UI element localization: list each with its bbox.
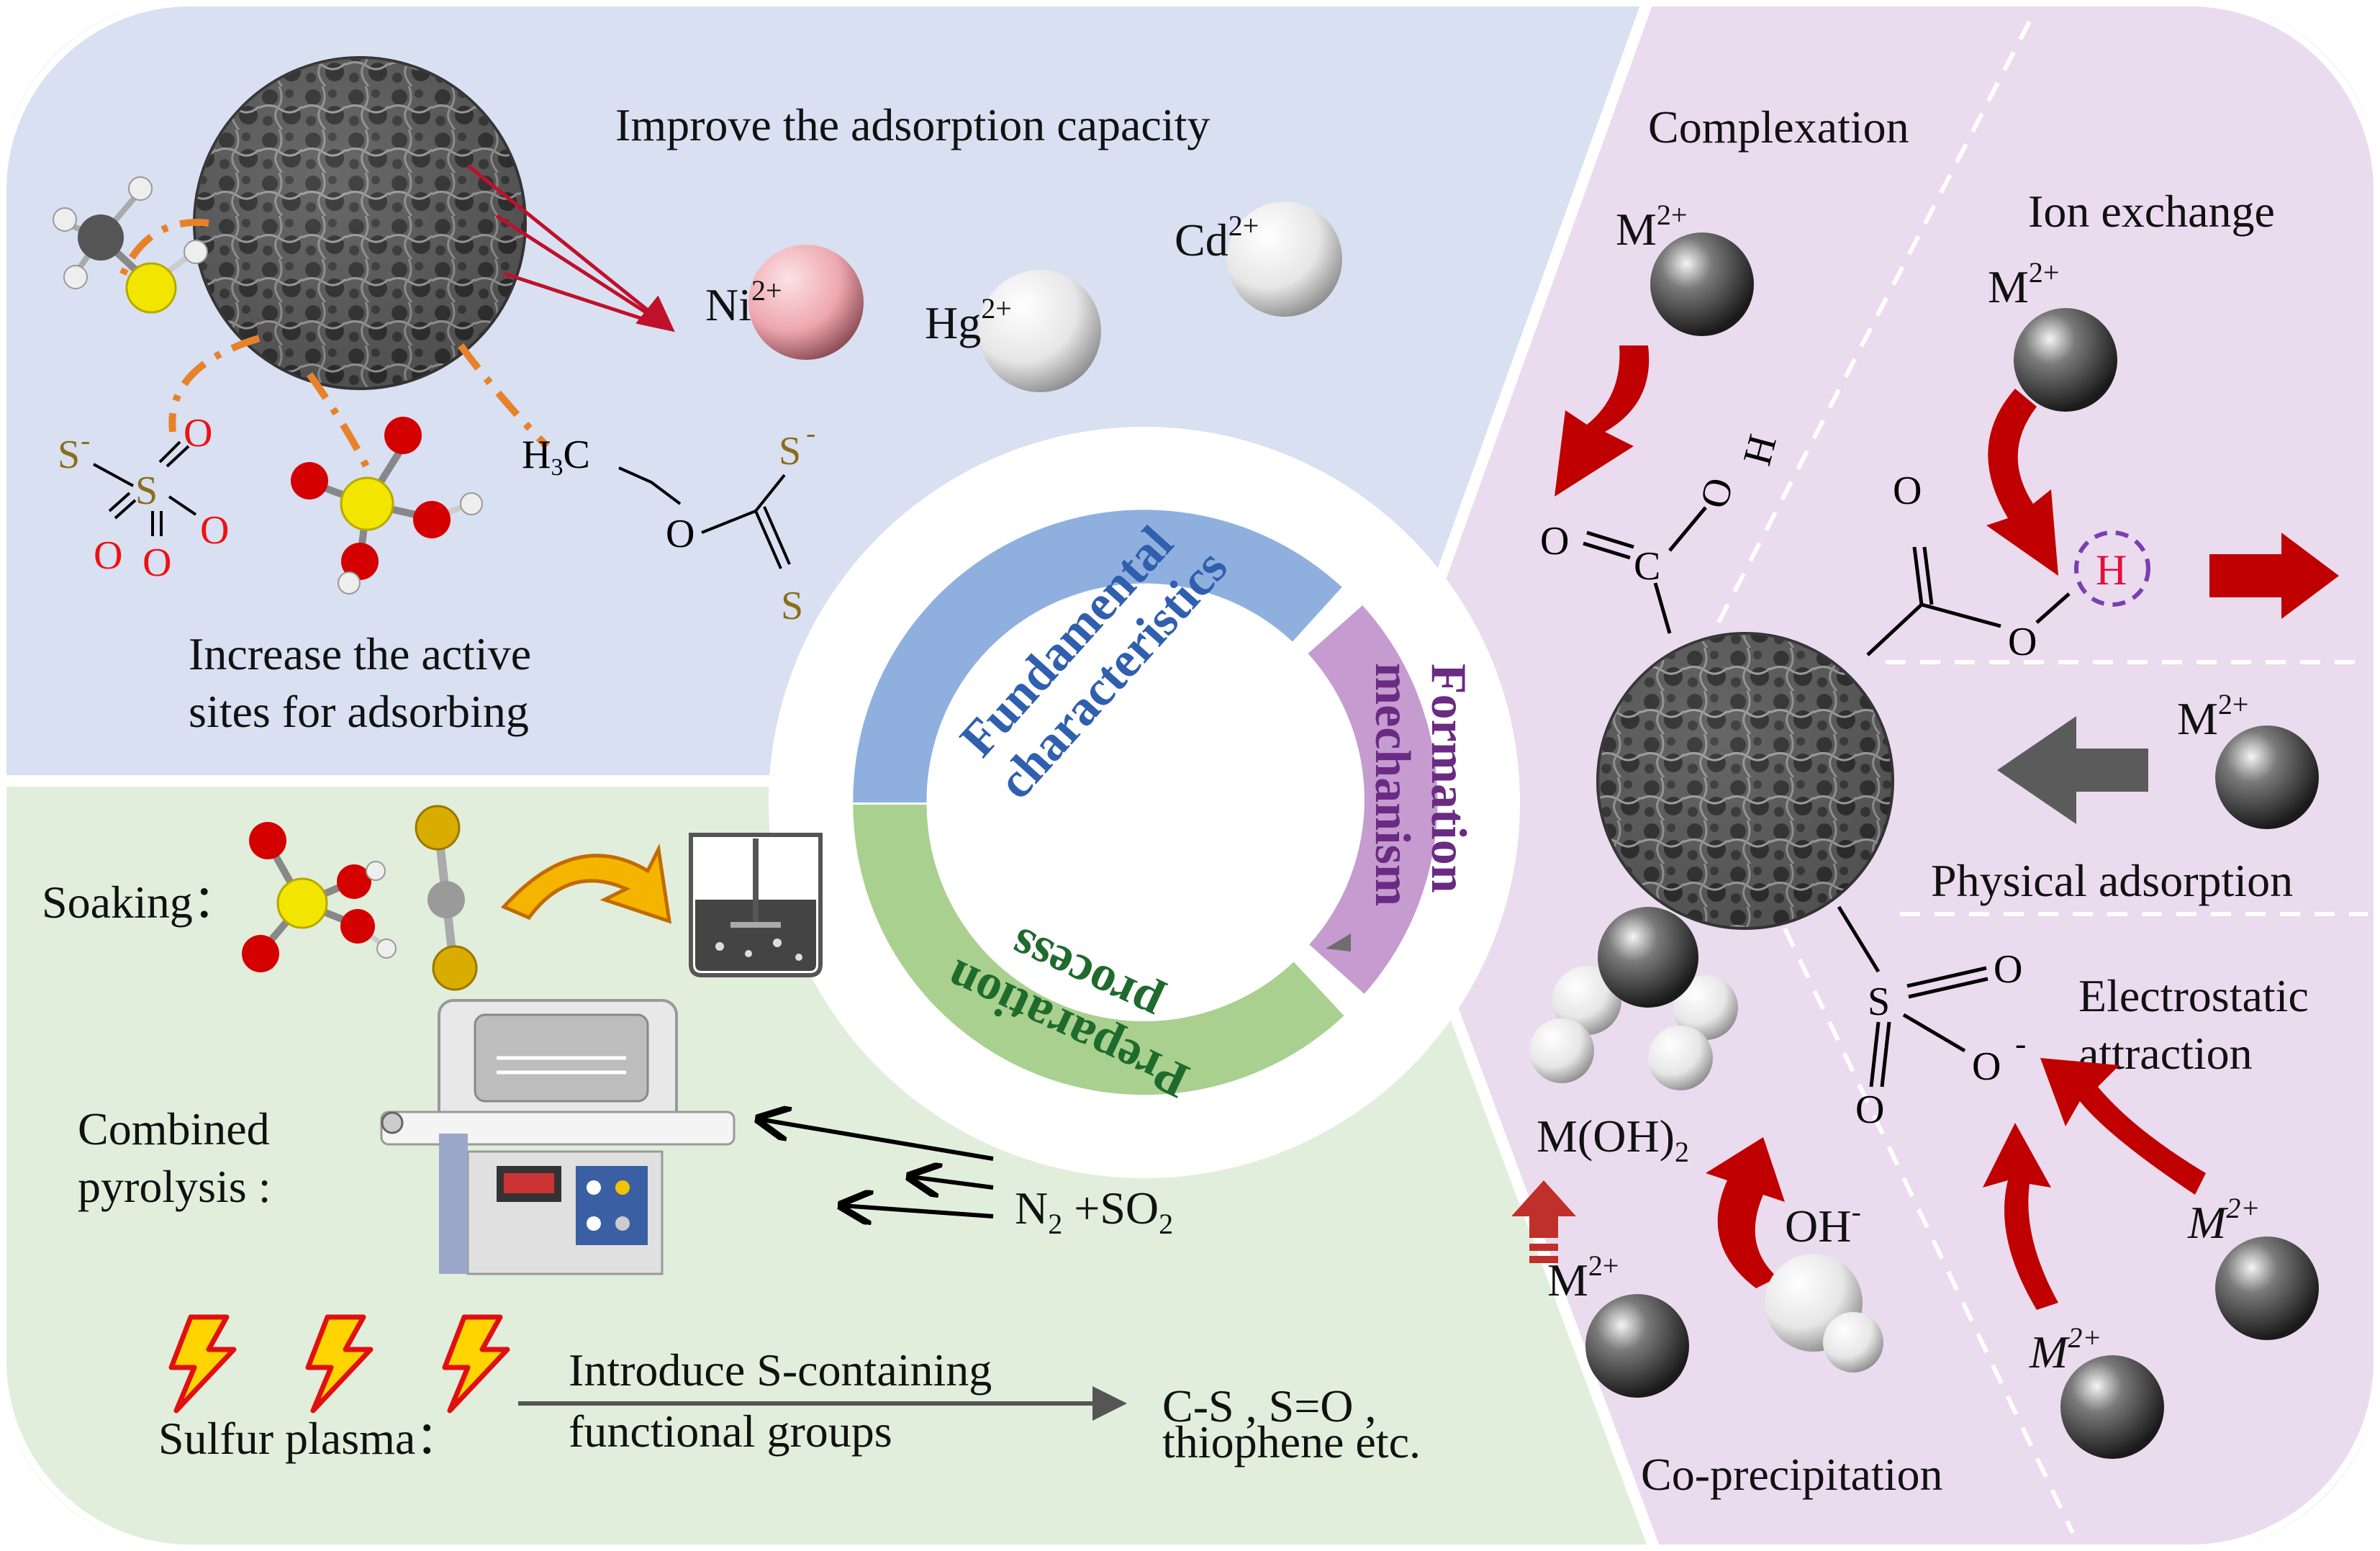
svg-text:-: - bbox=[2015, 1025, 2026, 1062]
svg-text:O: O bbox=[94, 533, 122, 578]
carbon-disulfide-molecule bbox=[415, 805, 478, 991]
metal-label: M2+ bbox=[2029, 1321, 2101, 1378]
soaking-acid-molecule bbox=[242, 822, 397, 972]
carboxyl-exchange-group: O O H bbox=[1866, 469, 2150, 664]
metal-ion-physical bbox=[2215, 725, 2319, 829]
sulfonate-structure: S - S O O O O bbox=[58, 411, 229, 585]
complexation-label: Complexation bbox=[1648, 101, 1909, 153]
nickel-label: Ni2+ bbox=[705, 274, 782, 330]
lightning-icon bbox=[305, 1314, 374, 1414]
ring-segment-fundamental[interactable] bbox=[853, 510, 1342, 802]
svg-text:S: S bbox=[135, 469, 158, 513]
cadmium-ion bbox=[1227, 202, 1342, 317]
sulfur-plasma-label: Sulfur plasma： bbox=[158, 1413, 461, 1464]
adsorption-title: Improve the adsorption capacity bbox=[615, 99, 1210, 150]
gas-label: N2 +SO2 bbox=[1015, 1183, 1173, 1240]
release-arrow-icon bbox=[2209, 533, 2339, 619]
ring-segment-preparation[interactable] bbox=[853, 805, 1344, 1095]
sulfonate-group: S O O O - bbox=[1837, 905, 2026, 1132]
hydrogen-label: H bbox=[2096, 546, 2127, 594]
svg-text:O: O bbox=[1972, 1044, 2001, 1089]
soaking-label: Soaking： bbox=[42, 877, 239, 928]
introduce-groups-label-2: functional groups bbox=[569, 1406, 892, 1457]
mechanism-dividers bbox=[1711, 20, 2368, 1534]
active-sites-caption: Increase the active sites for adsorbing bbox=[189, 628, 543, 737]
svg-text:O: O bbox=[1540, 519, 1569, 564]
metal-label: M2+ bbox=[2177, 688, 2248, 744]
metal-ion-electrostatic-2 bbox=[2060, 1355, 2164, 1459]
cadmium-label: Cd2+ bbox=[1175, 209, 1259, 266]
ion-exchange-label: Ion exchange bbox=[2028, 186, 2275, 237]
result-groups-label-2: thiophene etc. bbox=[1162, 1416, 1421, 1468]
adsorption-panel: Improve the adsorption capacity Ni2+ Hg2… bbox=[53, 56, 1342, 737]
metal-hydroxide-label: M(OH)2 bbox=[1537, 1111, 1689, 1168]
adsorption-arrows bbox=[466, 164, 675, 333]
mercury-label: Hg2+ bbox=[925, 292, 1012, 348]
svg-text:O: O bbox=[1994, 947, 2022, 992]
svg-text:O: O bbox=[1893, 469, 1922, 513]
nickel-ion bbox=[748, 245, 864, 360]
svg-text:O: O bbox=[666, 512, 694, 556]
beaker-icon bbox=[689, 833, 823, 977]
metal-label: M2+ bbox=[1616, 199, 1687, 255]
soaking-arrow-icon bbox=[500, 843, 672, 924]
svg-text:O: O bbox=[200, 508, 229, 553]
gas-flow-arrows bbox=[759, 1119, 994, 1216]
complexation-arrow-icon bbox=[1555, 345, 1650, 497]
svg-text:S: S bbox=[1868, 980, 1890, 1024]
physical-adsorption-label: Physical adsorption bbox=[1931, 855, 2293, 906]
svg-text:O: O bbox=[1855, 1087, 1884, 1132]
xanthate-structure: H3C O S - S bbox=[522, 417, 815, 628]
metal-ion-electrostatic-1 bbox=[2215, 1236, 2319, 1340]
metal-label: M2+ bbox=[1547, 1249, 1619, 1306]
svg-text:H3C: H3C bbox=[522, 433, 590, 481]
methanethiol-molecule bbox=[53, 176, 208, 314]
metal-hydroxide-cluster bbox=[1529, 907, 1738, 1090]
ring-label-formation: Formation mechanism bbox=[1365, 663, 1476, 906]
hydroxide-up-arrow-icon bbox=[1511, 1180, 1576, 1263]
svg-text:-: - bbox=[806, 417, 815, 449]
svg-text:S: S bbox=[781, 584, 803, 628]
svg-text:C: C bbox=[1634, 544, 1660, 589]
tube-furnace-icon bbox=[380, 999, 736, 1275]
electrostatic-arrow-icon bbox=[2040, 1058, 2206, 1195]
hydroxide-ion bbox=[1765, 1254, 1883, 1373]
ion-exchange-arrow-icon bbox=[1986, 389, 2058, 576]
center-ring: Fundamental characteristics Formation me… bbox=[769, 427, 1520, 1178]
mercury-ion bbox=[979, 270, 1101, 392]
mechanism-panel: Complexation Ion exchange Physical adsor… bbox=[1511, 101, 2339, 1500]
lightning-icon bbox=[442, 1314, 510, 1414]
lightning-icon bbox=[168, 1314, 237, 1414]
result-groups-label: C-S , S=O , bbox=[1162, 1380, 1377, 1432]
electrostatic-label: Electrostatic attraction bbox=[2078, 970, 2320, 1079]
hydroxide-label: OH- bbox=[1785, 1195, 1861, 1252]
metal-label: M2+ bbox=[1988, 256, 2059, 312]
svg-text:O: O bbox=[184, 411, 212, 456]
metal-label: M2+ bbox=[2187, 1192, 2260, 1248]
svg-text:S: S bbox=[779, 429, 801, 474]
svg-text:O: O bbox=[142, 541, 171, 585]
introduce-groups-label: Introduce S-containing bbox=[569, 1344, 992, 1396]
sulfuric-acid-molecule bbox=[291, 417, 483, 594]
coprecipitation-label: Co-precipitation bbox=[1641, 1449, 1942, 1500]
combined-pyrolysis-label: Combined pyrolysis : bbox=[78, 1103, 281, 1212]
functional-group-links bbox=[115, 219, 550, 470]
svg-text:-: - bbox=[81, 424, 90, 456]
svg-text:S: S bbox=[58, 433, 80, 477]
small-marker-icon bbox=[1326, 933, 1351, 951]
plasma-lightning-icons bbox=[168, 1314, 510, 1414]
metal-ion-exchange bbox=[2014, 308, 2117, 412]
physical-adsorption-arrow-icon bbox=[1997, 716, 2148, 824]
ring-segment-formation[interactable] bbox=[1308, 605, 1438, 994]
electrostatic-arrow-icon-2 bbox=[1983, 1123, 2058, 1310]
metal-ion-coprecipitation bbox=[1585, 1294, 1689, 1398]
preparation-panel: Soaking： bbox=[42, 805, 1421, 1468]
coprecipitation-arrow-icon bbox=[1706, 1137, 1785, 1288]
metal-ion-complexation bbox=[1650, 232, 1754, 336]
svg-text:O: O bbox=[2008, 620, 2037, 664]
